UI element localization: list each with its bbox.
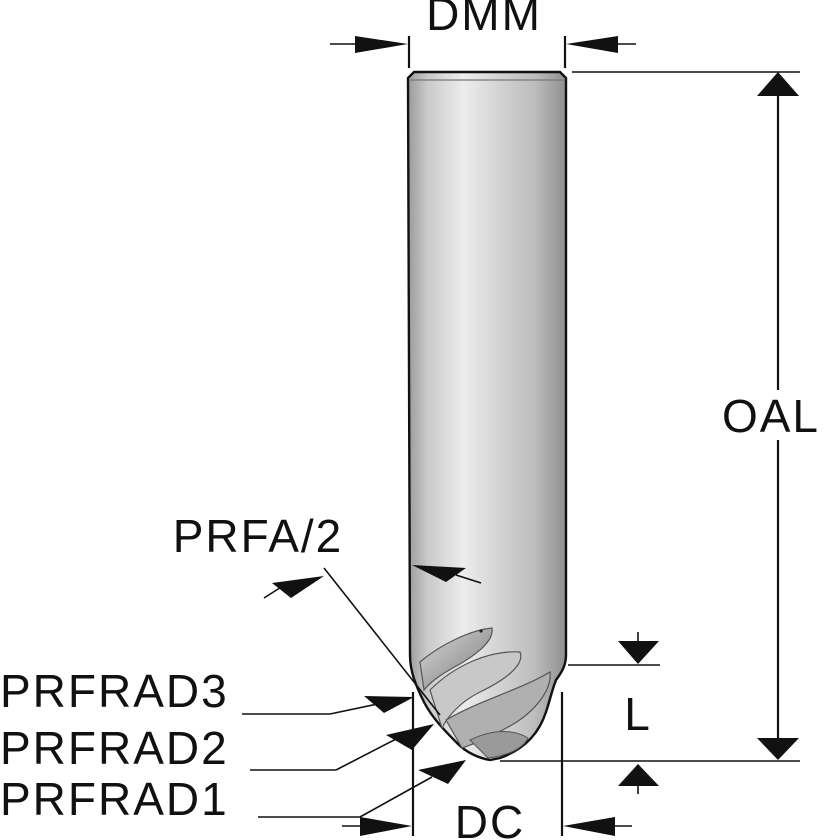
arrow-up-icon: [618, 764, 659, 786]
prfa-half-label: PRFA/2: [173, 510, 344, 562]
prfrad1-label: PRFRAD1: [0, 773, 229, 825]
prfrad3-callout: PRFRAD3: [0, 665, 414, 717]
arrow-right-icon: [355, 36, 408, 53]
oal-dimension: OAL: [500, 71, 820, 762]
tool-body: [406, 70, 568, 762]
arrow-icon: [412, 565, 466, 582]
arrow-down-icon: [618, 641, 659, 664]
end-mill-tool: [406, 70, 568, 762]
arrow-icon: [418, 760, 466, 784]
oal-label: OAL: [722, 390, 820, 442]
arrow-left-icon: [563, 817, 615, 836]
arrow-right-icon: [360, 817, 412, 836]
arrow-down-icon: [757, 738, 799, 760]
l-dimension: L: [568, 632, 660, 794]
prfrad2-callout: PRFRAD2: [0, 722, 434, 774]
prfa-half-dimension: PRFA/2: [173, 510, 482, 716]
dc-label: DC: [455, 796, 525, 840]
dc-dimension: DC: [342, 692, 632, 840]
arrow-left-icon: [566, 36, 618, 53]
arrow-icon: [364, 696, 414, 713]
prfrad1-callout: PRFRAD1: [0, 760, 466, 825]
l-label: L: [624, 688, 652, 740]
dmm-label: DMM: [426, 0, 542, 40]
prfrad2-label: PRFRAD2: [0, 722, 229, 774]
arrow-up-icon: [757, 72, 799, 96]
arrow-icon: [386, 724, 434, 750]
prfrad3-label: PRFRAD3: [0, 665, 229, 717]
dmm-dimension: DMM: [330, 0, 636, 68]
arrow-icon: [272, 576, 324, 598]
flutes: [419, 627, 551, 759]
